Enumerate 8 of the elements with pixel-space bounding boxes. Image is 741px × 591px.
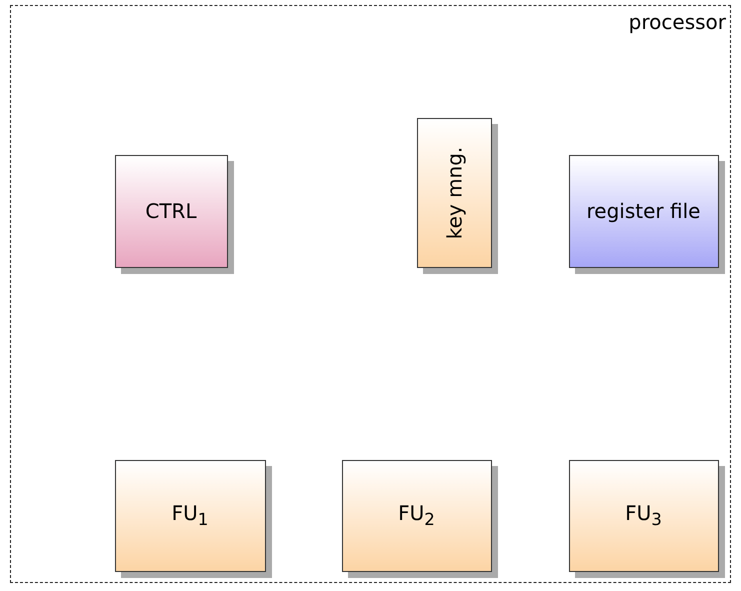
box-label: FU$_{3}$ (625, 500, 662, 531)
box-label: key mng. (441, 146, 467, 239)
box-label: FU$_{2}$ (398, 500, 435, 531)
box-label: register file (586, 198, 700, 224)
box-label: FU$_{1}$ (172, 500, 208, 531)
box-label: CTRL (145, 198, 197, 224)
container-label: processor (628, 10, 726, 34)
dashed-container (10, 5, 731, 583)
